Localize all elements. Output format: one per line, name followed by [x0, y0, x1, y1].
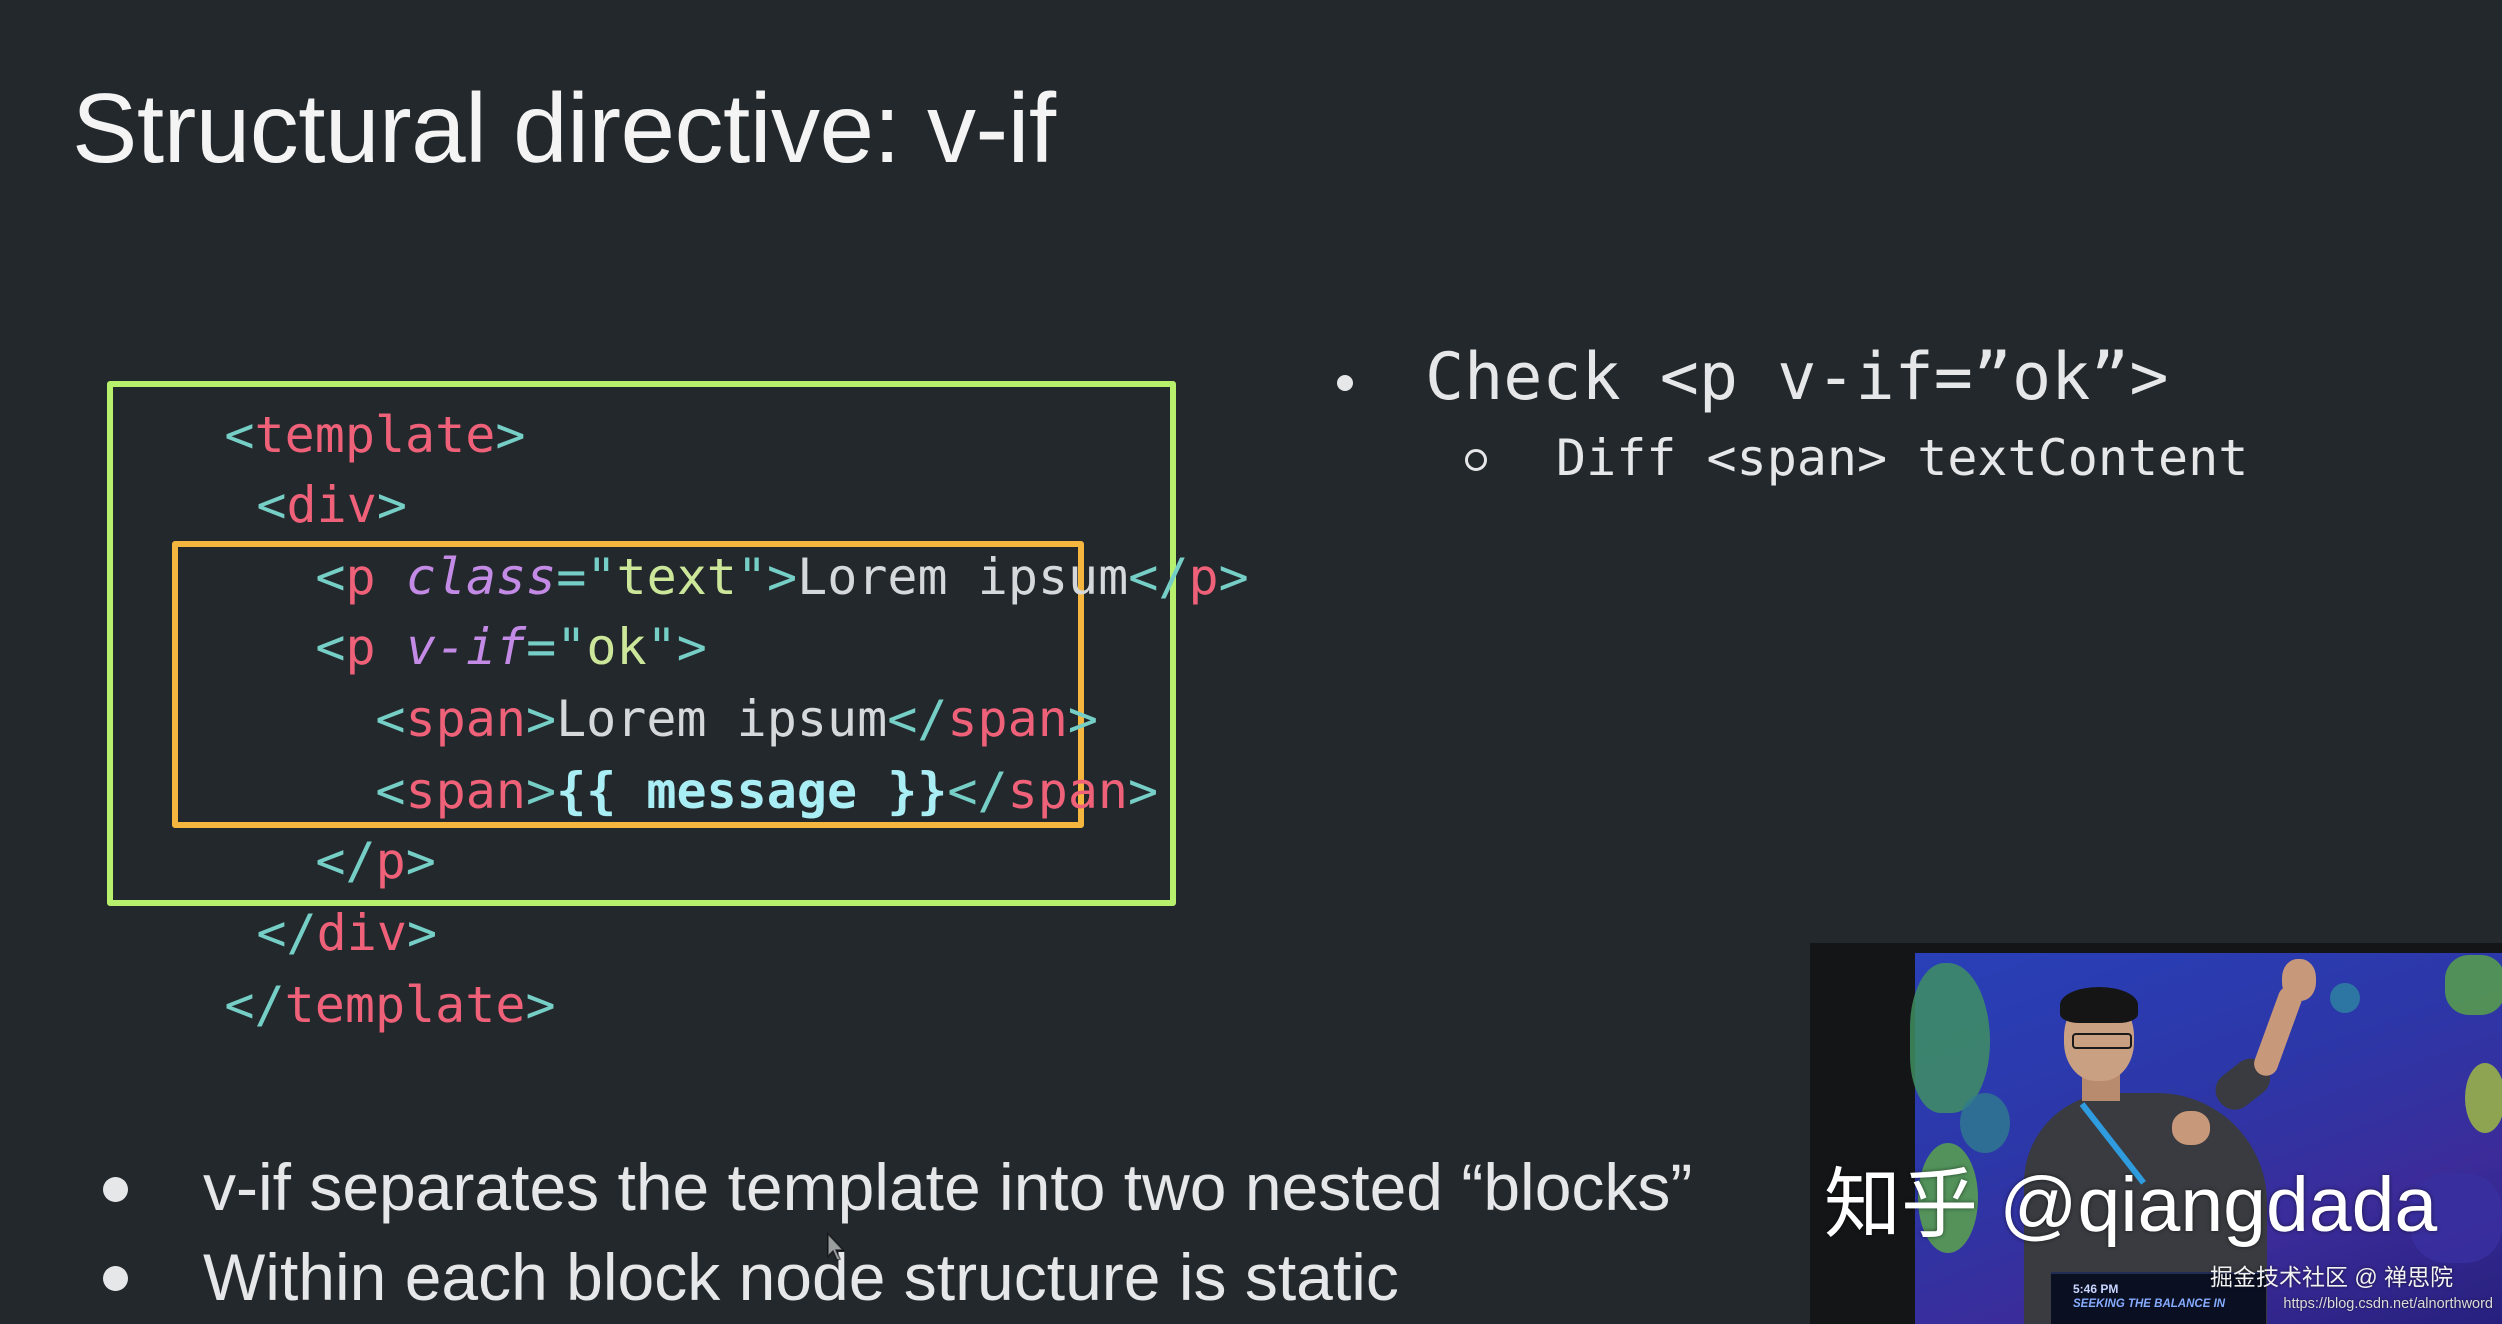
mouse-cursor-icon: [827, 1232, 845, 1261]
code-attr-value: ok: [586, 618, 647, 676]
code-punct: >: [1128, 762, 1159, 820]
code-punct: >: [406, 904, 438, 962]
screen-blob: [1910, 963, 1990, 1113]
code-punct: >: [525, 762, 557, 820]
speaker-raised-hand: [2282, 959, 2316, 1001]
code-line-span-static: <span>Lorem ipsum</span>: [255, 613, 1098, 748]
watermark-secondary: 掘金技术社区 @ 禅思院: [2210, 1264, 2454, 1290]
code-line-p-vif-open: <p v-if="ok">: [195, 541, 706, 676]
speaker-glasses: [2072, 1033, 2132, 1049]
bullet-dot-icon: [1337, 375, 1353, 391]
code-punct: </: [947, 762, 1008, 820]
code-punct: >: [1067, 690, 1098, 748]
code-attr-name: v-if: [375, 618, 527, 676]
code-punct: <: [224, 406, 255, 464]
code-attr-name: class: [375, 548, 557, 606]
watermark-url: https://blog.csdn.net/alnorthword: [2283, 1296, 2493, 1312]
outer-block-highlight-box: [107, 381, 1176, 906]
watermark-main: 知乎 @qiangdada: [1824, 1162, 2438, 1248]
speaker-chest-hand: [2172, 1111, 2210, 1145]
code-punct: >: [495, 406, 526, 464]
slide-title: Structural directive: v-if: [72, 73, 1056, 183]
monitor-title: SEEKING THE BALANCE IN: [2073, 1298, 2226, 1310]
code-interpolation: {{ message }}: [556, 762, 948, 820]
screen-blob: [2410, 1173, 2502, 1263]
code-line-span-message: <span>{{ message }}</span>: [255, 685, 1158, 820]
code-punct: ">: [646, 618, 707, 676]
code-line-template-open: <template>: [104, 329, 525, 464]
code-punct: <: [375, 762, 406, 820]
speaker-hair: [2060, 987, 2138, 1023]
code-tag-name: span: [1007, 762, 1129, 820]
code-punct: >: [376, 476, 407, 534]
bottom-bullet-text: Within each block node structure is stat…: [203, 1240, 1399, 1314]
code-tag-name: span: [405, 762, 526, 820]
code-tag-name: p: [345, 618, 376, 676]
bottom-bullet-text: v-if separates the template into two nes…: [203, 1150, 1693, 1224]
code-punct: <: [256, 476, 287, 534]
code-tag-name: p: [375, 832, 406, 890]
screen-blob: [2445, 955, 2502, 1015]
screen-blob: [2330, 983, 2360, 1013]
code-punct: </: [887, 690, 948, 748]
sub-bullet-circle-icon: [1465, 449, 1487, 471]
code-punct: </: [1128, 548, 1189, 606]
code-punct: </: [315, 832, 376, 890]
code-punct: <: [375, 690, 406, 748]
screen-blob: [2465, 1063, 2502, 1133]
code-punct: >: [525, 976, 556, 1034]
confidence-monitor: 5:46 PM SEEKING THE BALANCE IN: [2051, 1272, 2266, 1324]
code-line-p-text: <p class="text">Lorem ipsum</p>: [195, 471, 1248, 606]
code-punct: </: [256, 904, 317, 962]
code-tag-name: span: [947, 690, 1068, 748]
code-punct: ">: [736, 548, 798, 606]
bullet-dot-icon: [103, 1266, 128, 1291]
code-punct: <: [315, 618, 346, 676]
speaker-video-inset: 5:46 PM SEEKING THE BALANCE IN: [1810, 943, 2502, 1324]
code-attr-value: text: [616, 548, 737, 606]
code-punct: >: [525, 690, 557, 748]
code-tag-name: template: [284, 976, 526, 1034]
screen-blob: [1960, 1093, 2010, 1153]
code-punct: >: [1218, 548, 1249, 606]
code-tag-name: span: [405, 690, 526, 748]
right-sub-bullet-text: Diff <span> textContent: [1556, 429, 2249, 487]
code-punct: =": [526, 618, 587, 676]
code-tag-name: div: [316, 904, 407, 962]
inner-block-highlight-box: [172, 541, 1084, 828]
code-tag-name: p: [345, 548, 376, 606]
code-line-p-close: </p>: [195, 755, 435, 890]
bullet-dot-icon: [103, 1177, 128, 1202]
code-punct: </: [224, 976, 285, 1034]
code-tag-name: template: [254, 406, 496, 464]
code-line-div-close: </div>: [136, 827, 437, 962]
code-line-template-close: </template>: [104, 899, 555, 1034]
code-punct: =": [556, 548, 617, 606]
code-text-content: Lorem ipsum: [797, 548, 1129, 606]
monitor-time: 5:46 PM: [2073, 1282, 2119, 1296]
code-tag-name: div: [286, 476, 377, 534]
code-line-div-open: <div>: [136, 399, 407, 534]
code-punct: >: [405, 832, 436, 890]
code-punct: <: [315, 548, 346, 606]
code-tag-name: p: [1188, 548, 1219, 606]
screen-blob: [1918, 1143, 1978, 1253]
code-text-content: Lorem ipsum: [556, 690, 888, 748]
right-bullet-text: Check <p v-if=”ok”>: [1425, 340, 2169, 415]
